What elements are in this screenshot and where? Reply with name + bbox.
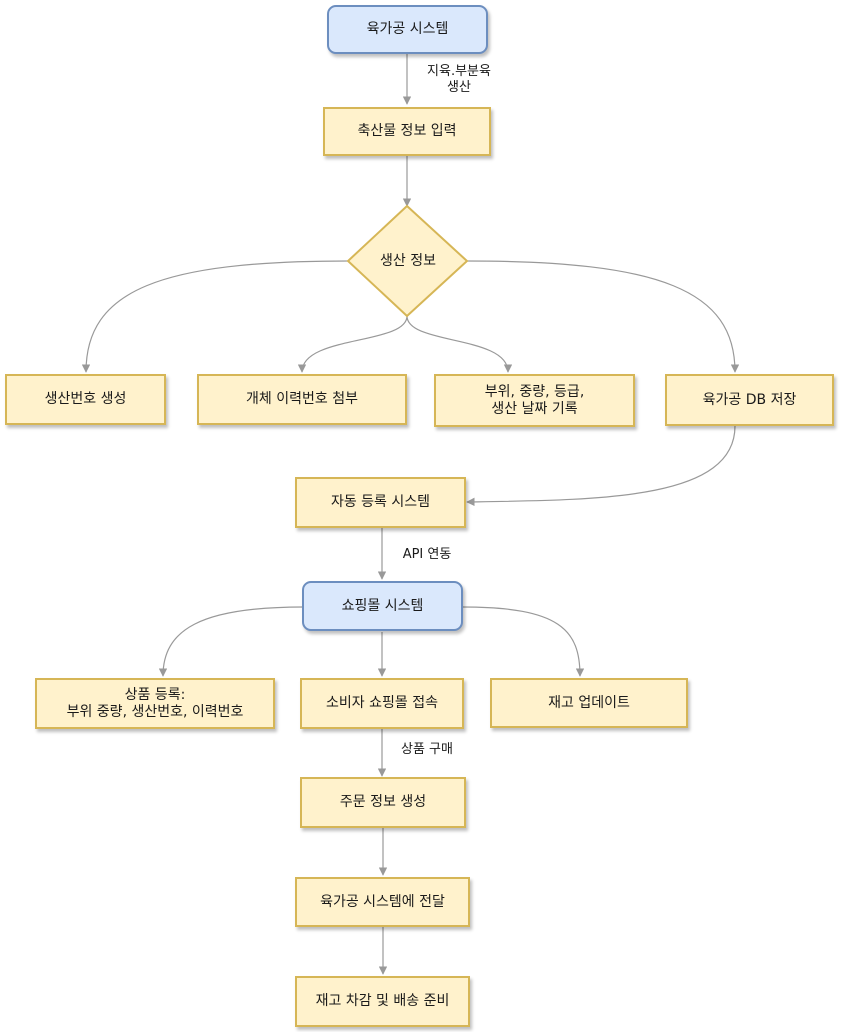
- livestock-info-input-node: 축산물 정보 입력: [323, 107, 491, 156]
- consumer-mall-access-node: 소비자 쇼핑몰 접속: [300, 678, 464, 729]
- send-to-meat-system-node: 육가공 시스템에 전달: [295, 877, 470, 927]
- product-register-node: 상품 등록: 부위 중량, 생산번호, 이력번호: [35, 678, 275, 729]
- primal-cut-edge-label: 지육.부분육 생산: [414, 64, 504, 96]
- shopping-mall-system-node: 쇼핑몰 시스템: [302, 581, 463, 631]
- send-to-meat-system-label: 육가공 시스템에 전달: [320, 893, 445, 910]
- auto-register-label: 자동 등록 시스템: [330, 494, 431, 510]
- production-number-label: 생산번호 생성: [44, 391, 127, 407]
- stock-ship-label: 재고 차감 및 배송 준비: [315, 993, 450, 1009]
- attach-trace-number-node: 개체 이력번호 첨부: [197, 374, 407, 425]
- meat-processing-system-node: 육가공 시스템: [327, 5, 488, 54]
- production-number-node: 생산번호 생성: [5, 374, 166, 425]
- livestock-info-input-label: 축산물 정보 입력: [357, 123, 457, 139]
- edge-db-to-auto: [466, 425, 736, 507]
- purchase-edge-label: 상품 구매: [390, 742, 464, 758]
- api-link-edge-label: API 연동: [392, 547, 462, 563]
- product-register-label: 상품 등록: 부위 중량, 생산번호, 이력번호: [66, 686, 244, 720]
- auto-register-node: 자동 등록 시스템: [295, 477, 466, 528]
- stock-ship-node: 재고 차감 및 배송 준비: [295, 976, 470, 1027]
- edge-decision-to-record: [406, 315, 513, 373]
- edge-mall-to-product: [158, 606, 304, 677]
- stock-update-label: 재고 업데이트: [548, 694, 630, 711]
- order-create-label: 주문 정보 생성: [339, 794, 427, 810]
- edge-decision-to-db: [466, 260, 740, 373]
- meat-db-store-node: 육가공 DB 저장: [665, 374, 834, 426]
- meat-processing-system-label: 육가공 시스템: [366, 21, 449, 37]
- production-info-decision-label: 생산 정보: [380, 253, 436, 269]
- record-parts-label: 부위, 중량, 등급, 생산 날짜 기록: [484, 383, 585, 417]
- consumer-mall-access-label: 소비자 쇼핑몰 접속: [326, 695, 438, 711]
- decision-diamond: [346, 204, 469, 318]
- edge-decision-to-gen-number: [81, 260, 349, 373]
- edge-mall-to-stock: [462, 606, 585, 677]
- meat-db-store-label: 육가공 DB 저장: [702, 391, 797, 408]
- shopping-mall-system-label: 쇼핑몰 시스템: [341, 597, 424, 614]
- edge-decision-to-attach: [297, 315, 408, 373]
- order-create-node: 주문 정보 생성: [300, 777, 466, 828]
- attach-trace-number-label: 개체 이력번호 첨부: [246, 391, 358, 407]
- record-parts-node: 부위, 중량, 등급, 생산 날짜 기록: [434, 374, 635, 427]
- stock-update-node: 재고 업데이트: [490, 678, 688, 728]
